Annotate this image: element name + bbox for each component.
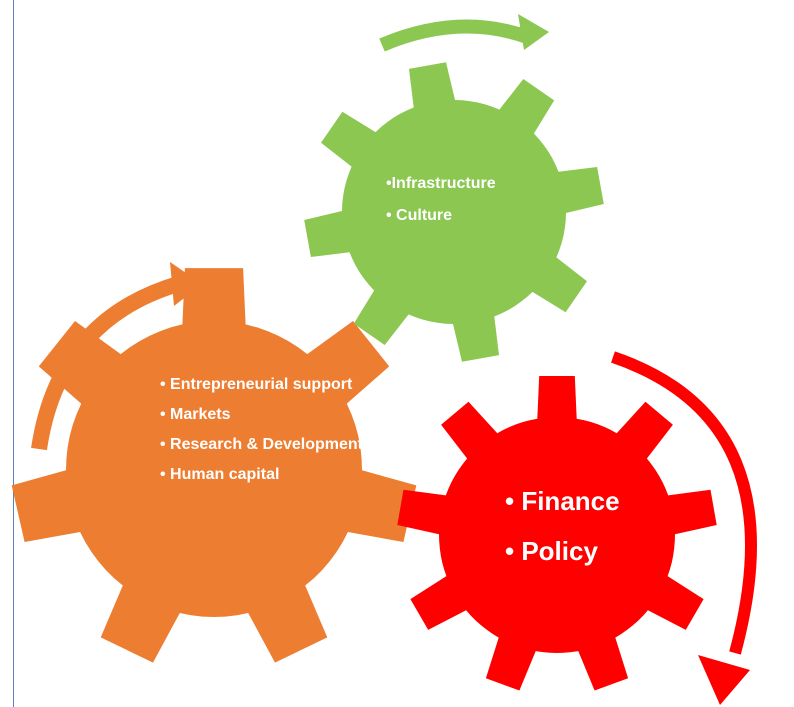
green-gear [304, 62, 604, 362]
list-item: •Infrastructure [386, 175, 496, 192]
red-gear [397, 376, 717, 691]
red-curved-arrow [611, 351, 757, 705]
orange-gear [11, 268, 417, 663]
page-margin-line [13, 0, 14, 707]
red-gear-list: • Finance • Policy [505, 484, 685, 584]
list-item: • Policy [505, 536, 598, 566]
green-gear-list: •Infrastructure • Culture [386, 174, 566, 238]
orange-curved-arrow [31, 262, 202, 451]
list-item: • Finance [505, 486, 620, 516]
list-item: • Research & Development [160, 436, 364, 453]
orange-gear-list: • Entrepreneurial support • Markets • Re… [160, 374, 370, 494]
green-curved-arrow [379, 14, 549, 52]
list-item: • Entrepreneurial support [160, 376, 353, 393]
list-item: • Culture [386, 207, 453, 224]
list-item: • Human capital [160, 466, 280, 483]
list-item: • Markets [160, 406, 231, 423]
